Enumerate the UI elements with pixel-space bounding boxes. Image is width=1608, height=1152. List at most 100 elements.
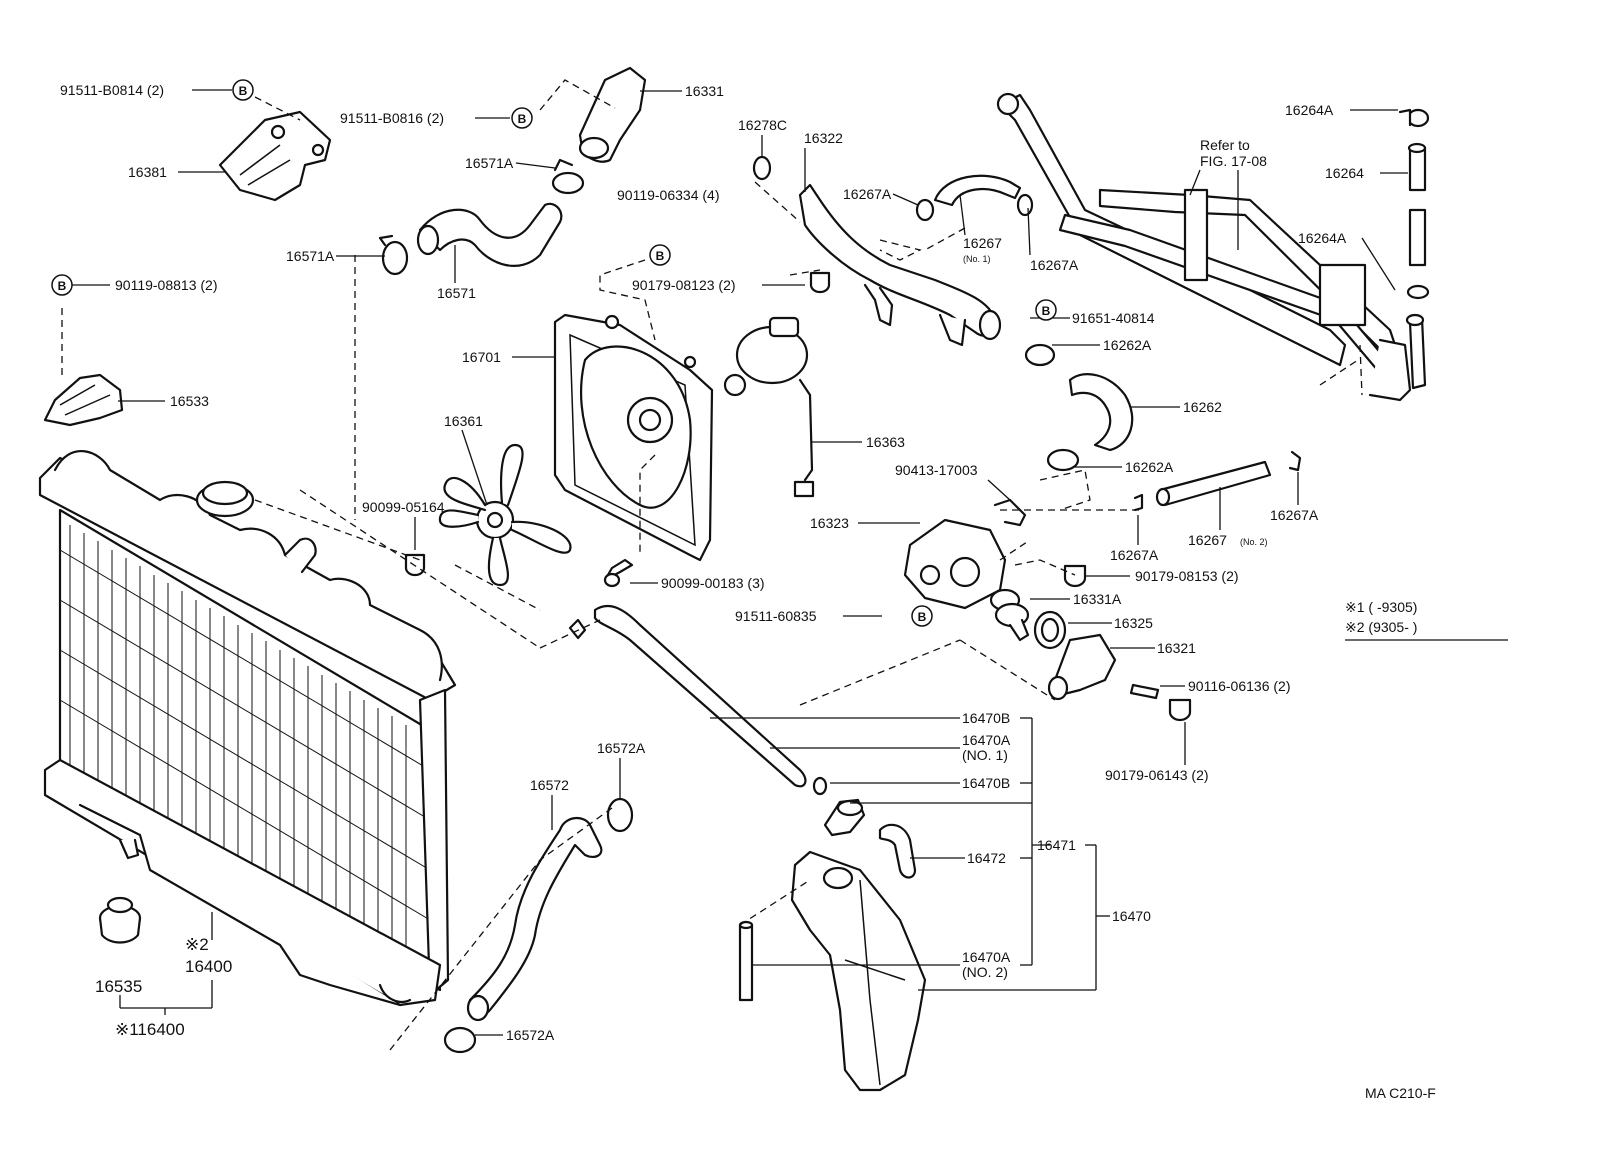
- label-16278c: 16278C: [738, 117, 787, 133]
- hose-clamp-16572a-top: [606, 797, 634, 833]
- label-16267a-1: 16267A: [843, 186, 892, 202]
- small-clamp-16267a-mid: [1133, 493, 1144, 512]
- label-16571a-left: 16571A: [286, 248, 335, 264]
- radiator-cap: [98, 896, 142, 944]
- label-91511-60835: 91511-60835: [735, 608, 817, 624]
- nut-90179-08123: [809, 271, 831, 294]
- gasket-16278c: [752, 155, 772, 181]
- label-90179-08123: 90179-08123 (2): [632, 277, 736, 293]
- label-90116-06136: 90116-06136 (2): [1188, 678, 1290, 694]
- water-inlet: [1047, 633, 1117, 701]
- label-16267-no2-part: 16267: [1188, 532, 1227, 548]
- hose-clamp-16571a-top: [551, 158, 585, 195]
- label-91651-40814: 91651-40814: [1072, 310, 1155, 326]
- label-16470a-2-no: (NO. 2): [962, 964, 1008, 980]
- lower-bypass-hose-16262: [1068, 373, 1134, 452]
- label-16262: 16262: [1183, 399, 1222, 415]
- label-16470a-1: 16470A: [962, 732, 1011, 748]
- label-16400: 16400: [185, 957, 232, 976]
- label-16571a-top: 16571A: [465, 155, 514, 171]
- legend-line-1: ※1 ( -9305): [1345, 599, 1417, 615]
- svg-text:B: B: [918, 610, 927, 624]
- label-16381: 16381: [128, 164, 167, 180]
- label-16400-mark: ※2: [185, 935, 209, 954]
- label-16701: 16701: [462, 349, 501, 365]
- label-16267-no2: (No. 2): [1240, 537, 1268, 547]
- thermostat: [1033, 610, 1067, 650]
- label-16331: 16331: [685, 83, 724, 99]
- label-16572: 16572: [530, 777, 569, 793]
- label-16470b-2: 16470B: [962, 775, 1010, 791]
- screw-90099-00183: [603, 558, 634, 588]
- label-16323: 16323: [810, 515, 849, 531]
- label-90099-00183: 90099-00183 (3): [661, 575, 765, 591]
- part-labels: 91511-B0814 (2) 91511-B0816 (2) 16331 16…: [60, 82, 1436, 1101]
- nut-90179-08153: [1063, 564, 1087, 588]
- water-bypass-pipe: [798, 183, 1002, 347]
- heater-hose-16264: [1407, 142, 1427, 267]
- label-16262a-2: 16262A: [1125, 459, 1174, 475]
- hose-clamp-16262a-lower: [1046, 448, 1080, 472]
- label-16471: 16471: [1037, 837, 1076, 853]
- label-90119-08813: 90119-08813 (2): [115, 277, 217, 293]
- small-clamp-16267a-right: [1288, 450, 1302, 472]
- hose-16267-no1: [915, 174, 1034, 222]
- label-90413-17003: 90413-17003: [895, 462, 978, 478]
- label-refer-to: Refer to: [1200, 137, 1250, 153]
- label-16262a-1: 16262A: [1103, 337, 1152, 353]
- bolt-marker-b-3: B: [51, 274, 73, 296]
- hose-clamp-16264a-mid: [1406, 284, 1430, 300]
- nut-90179-06143: [1168, 698, 1192, 722]
- hose-clamp-16262a-upper: [1024, 343, 1056, 367]
- label-16470a-1-no: (NO. 1): [962, 747, 1008, 763]
- svg-text:B: B: [58, 279, 67, 293]
- label-90119-06334: 90119-06334 (4): [617, 187, 719, 203]
- water-outlet: [578, 66, 647, 163]
- fan-shroud: [553, 313, 714, 562]
- label-91511-b0814: 91511-B0814 (2): [60, 82, 164, 98]
- legend-line-2: ※2 (9305- ): [1345, 619, 1417, 635]
- hose-clamp-16572a-bottom: [443, 1026, 477, 1054]
- label-16363: 16363: [866, 434, 905, 450]
- bolt-marker-b-1: B: [232, 79, 254, 101]
- label-16264a-mid: 16264A: [1298, 230, 1347, 246]
- svg-text:B: B: [239, 84, 248, 98]
- label-91511-b0816: 91511-B0816 (2): [340, 110, 444, 126]
- svg-text:B: B: [1042, 304, 1051, 318]
- diagram-code: MA C210-F: [1365, 1085, 1436, 1101]
- svg-text:B: B: [656, 249, 665, 263]
- label-16472: 16472: [967, 850, 1006, 866]
- label-16470b-1: 16470B: [962, 710, 1010, 726]
- upper-radiator-hose: [416, 202, 563, 267]
- lower-radiator-hose: [466, 817, 603, 1022]
- bolt-marker-b-4: B: [649, 244, 671, 266]
- label-16470: 16470: [1112, 908, 1151, 924]
- leader-lines: [72, 89, 1508, 1036]
- label-16267a-4: 16267A: [1270, 507, 1319, 523]
- label-16400-alt: ※116400: [115, 1020, 185, 1039]
- label-16264a-top: 16264A: [1285, 102, 1334, 118]
- label-16572a-top: 16572A: [597, 740, 646, 756]
- label-90179-06143: 90179-06143 (2): [1105, 767, 1209, 783]
- dashed-connector-lines: [61, 79, 1363, 1051]
- label-16470a-2: 16470A: [962, 949, 1011, 965]
- fan-motor: [723, 316, 815, 498]
- label-90099-05164: 90099-05164: [362, 499, 445, 515]
- label-16267-no1: (No. 1): [963, 254, 991, 264]
- label-16535: 16535: [95, 977, 142, 996]
- hose-clamp-16571a-left: [378, 234, 409, 276]
- reservoir-hose-no1: [593, 604, 807, 788]
- label-16322: 16322: [804, 130, 843, 146]
- label-16267: 16267: [963, 235, 1002, 251]
- label-16571: 16571: [437, 285, 476, 301]
- bolt-marker-b-2: B: [511, 107, 533, 129]
- bolt-marker-b-6: B: [911, 605, 933, 627]
- hose-clamp-16264a-top: [1398, 108, 1430, 128]
- cooling-fan: [438, 443, 572, 587]
- label-16331a: 16331A: [1073, 591, 1122, 607]
- water-inlet-housing: [903, 498, 1027, 610]
- stud-90116-06136: [1129, 683, 1160, 700]
- engine-bracket: [218, 110, 332, 202]
